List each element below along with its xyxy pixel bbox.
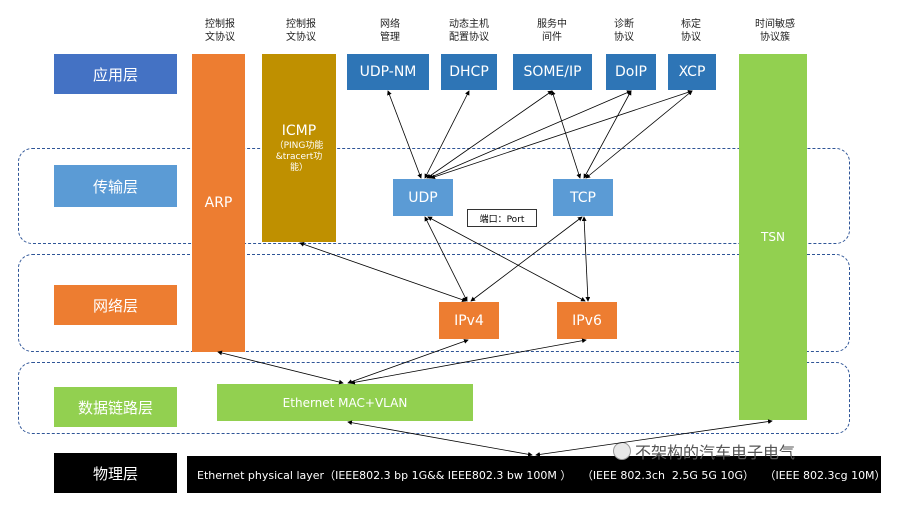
udp-block: UDP [393,179,453,216]
icmp-category-label: 控制报 文协议 [286,19,316,43]
udpnm-category-label: 网络 管理 [380,19,400,43]
physical-layer-text: Ethernet physical layer（IEEE802.3 bp 1G&… [197,468,886,482]
watermark: 不架构的汽车电子电气 [613,440,795,462]
xcp-block: XCP [668,54,716,90]
arp-category-label: 控制报 文协议 [205,19,235,43]
ethernet-mac-block: Ethernet MAC+VLAN [217,384,473,421]
wechat-icon [613,442,631,460]
tsn-label: TSN [761,230,785,244]
someip-category-label: 服务中 间件 [537,19,567,43]
watermark-text: 不架构的汽车电子电气 [635,443,796,462]
doip-block: DoIP [606,54,656,90]
xcp-category-label: 标定 协议 [681,19,701,43]
tsn-block: TSN [739,54,807,420]
application-layer-label: 应用层 [54,54,177,94]
icmp-sub-label: （PING功能 &tracert功 能） [274,140,324,173]
ipv4-block: IPv4 [439,302,499,339]
arp-label: ARP [204,195,233,211]
network-layer-label: 网络层 [54,285,177,325]
ipv6-block: IPv6 [557,302,617,339]
dhcp-category-label: 动态主机 配置协议 [449,19,489,43]
someip-block: SOME/IP [513,54,592,90]
icmp-label: ICMP [281,122,317,139]
arp-block: ARP [192,54,245,352]
physical-layer-label: 物理层 [54,453,177,493]
transport-layer-label: 传输层 [54,165,177,207]
udpnm-block: UDP-NM [347,54,429,90]
physical-layer-bar: Ethernet physical layer（IEEE802.3 bp 1G&… [187,456,886,493]
tcp-block: TCP [553,179,613,216]
doip-category-label: 诊断 协议 [614,19,634,43]
icmp-block: ICMP （PING功能 &tracert功 能） [262,54,336,242]
tsn-category-label: 时间敏感 协议簇 [755,19,795,43]
port-note: 端口：Port [467,209,537,227]
datalink-layer-label: 数据链路层 [54,387,177,427]
dhcp-block: DHCP [441,54,497,90]
